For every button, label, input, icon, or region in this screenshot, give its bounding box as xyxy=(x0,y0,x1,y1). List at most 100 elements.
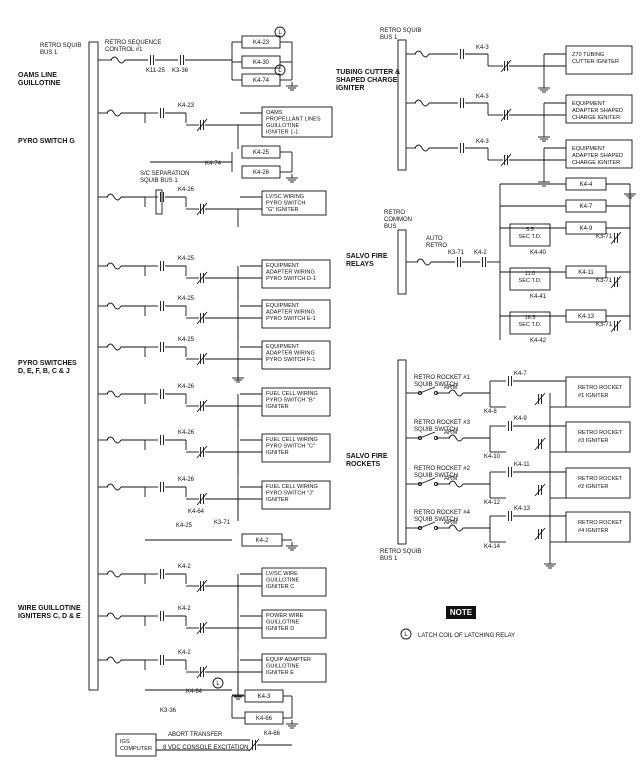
retro-rocket-igniter-box xyxy=(565,376,631,408)
relay-contact-icon xyxy=(460,143,464,153)
relay-label: K4-30 xyxy=(253,60,270,66)
fuse-icon xyxy=(414,99,430,107)
relay-contact-icon xyxy=(248,738,260,752)
relay-contact-label: K4-12 xyxy=(484,500,501,506)
fuse-icon xyxy=(106,612,122,620)
rocket-switch-label: SQUIB SWITCH xyxy=(414,382,458,388)
igniter-box xyxy=(261,653,327,683)
fuse-icon xyxy=(106,483,122,491)
fuse-icon xyxy=(106,570,122,578)
bus-label: COMMON xyxy=(384,217,412,223)
ground-icon xyxy=(538,84,550,93)
note-badge-text: NOTE xyxy=(450,608,473,617)
auto-retro-label: AUTO xyxy=(426,236,443,242)
relay-label: K4-66 xyxy=(256,716,273,722)
relay-contact-label: K4-2 xyxy=(178,650,191,656)
igniter-box xyxy=(261,106,333,138)
contact-slash xyxy=(500,153,512,167)
igniter-box xyxy=(261,299,331,329)
relay-contact-label: K4-9 xyxy=(514,416,527,422)
relay-contact-icon xyxy=(196,621,208,635)
relay-contact-icon xyxy=(508,376,512,386)
time-delay-label: SEC T.D. xyxy=(519,234,542,240)
relay-contact-icon xyxy=(534,392,546,406)
fuse-icon xyxy=(110,56,126,64)
igs-computer-box xyxy=(115,733,157,757)
note-text-label: LATCH COIL OF LATCHING RELAY xyxy=(418,633,515,639)
igniter-label: IGNITER xyxy=(266,497,289,503)
rocket-igniter-label: RETRO ROCKET xyxy=(578,520,623,526)
relay-contact-label: K4-3 xyxy=(476,94,489,100)
igniter-box xyxy=(261,190,327,216)
igniter-label: ADAPTER WIRING xyxy=(266,310,315,316)
igniter-label: FUEL CELL WIRING xyxy=(266,437,318,443)
relay-contact-label: K4-2 xyxy=(178,606,191,612)
relay-label: K4-26 xyxy=(253,170,270,176)
igniter-label: EQUIPMENT xyxy=(572,146,606,152)
igniter-label: ADAPTER WIRING xyxy=(266,351,315,357)
relay-contact-icon xyxy=(196,118,208,132)
fuse-icon xyxy=(106,436,122,444)
relay-contact-icon xyxy=(457,257,461,267)
relay-contact-icon xyxy=(150,55,154,65)
latch-symbol: L xyxy=(404,632,408,638)
rocket-switch-label: RETRO ROCKET #1 xyxy=(414,375,471,381)
igniter-box xyxy=(261,480,331,510)
latch-coil-icon xyxy=(400,628,412,640)
relay-contact-label: K4-3 xyxy=(476,45,489,51)
retro-rocket-igniter-box xyxy=(565,467,631,499)
relay-contact-icon xyxy=(508,467,512,477)
relay-contact-icon xyxy=(196,202,208,216)
retro-seq-label: CONTROL #1 xyxy=(105,47,143,53)
relay-contact-icon xyxy=(160,482,164,492)
igniter-label: PYRO SWITCH D-1 xyxy=(266,276,316,282)
time-delay-label: 5.5 xyxy=(526,227,534,233)
relay-contact-label: K4-26 xyxy=(178,430,195,436)
relay-contact-label: K4-26 xyxy=(178,187,195,193)
latch-coil-icon xyxy=(274,64,286,76)
fuse-icon xyxy=(106,193,122,201)
relay-contact-label: K4-25 xyxy=(178,337,195,343)
bus-label: BUS 1 xyxy=(380,556,398,562)
igniter-label: PYRO SWITCH "C" xyxy=(266,444,315,450)
relay-contact-label: K3-71 xyxy=(596,322,613,328)
fuse-icon xyxy=(448,434,464,442)
relay-contact-icon xyxy=(196,579,208,593)
ground-icon xyxy=(286,82,298,91)
relay-label: K4-11 xyxy=(578,270,594,276)
relay-contact-label: K3-71 xyxy=(214,520,231,526)
switch-blade xyxy=(419,477,436,485)
igniter-label: EQUIPMENT xyxy=(266,344,300,350)
fuse-icon xyxy=(106,302,122,310)
rocket-igniter-label: #2 IGNITER xyxy=(578,484,608,490)
arm-label: ARM xyxy=(444,520,457,526)
time-delay-label: 16.5 xyxy=(525,315,536,321)
relay-contact-label: K4-74 xyxy=(205,161,222,167)
relay-contact-icon xyxy=(196,352,208,366)
time-delay-box xyxy=(509,223,551,247)
relay-contact-icon xyxy=(196,311,208,325)
igniter-label: PYRO SWITCH F-1 xyxy=(266,357,315,363)
igniter-label: EQUIPMENT xyxy=(266,263,300,269)
igniter-label: PYRO SWITCH "J" xyxy=(266,491,314,497)
latch-coil-icon xyxy=(212,677,224,689)
arm-label: ARM xyxy=(444,430,457,436)
time-delay-label: 11.0 xyxy=(525,271,535,277)
section-salvo-relays: SALVO FIRE xyxy=(346,253,388,260)
relay-contact-label: K3-71 xyxy=(596,234,613,240)
contact-slash xyxy=(196,579,208,593)
switch-icon xyxy=(417,431,439,441)
time-delay-box xyxy=(509,311,551,335)
igniter-label: ADAPTER WIRING xyxy=(266,270,315,276)
retro-common-bus-bar xyxy=(397,229,407,295)
switch-blade xyxy=(419,431,436,439)
contact-slash xyxy=(196,665,208,679)
igniter-label: EQUIPMENT xyxy=(572,101,606,107)
relay-contact-icon xyxy=(196,492,208,506)
ground-icon xyxy=(286,720,298,729)
rocket-switch-label: RETRO ROCKET #2 xyxy=(414,466,471,472)
relay-contact-icon xyxy=(610,275,622,289)
igniter-label: LV/SC WIRE xyxy=(266,571,298,577)
igniter-label: IGNITER E xyxy=(266,670,294,676)
contact-slash xyxy=(610,231,622,245)
